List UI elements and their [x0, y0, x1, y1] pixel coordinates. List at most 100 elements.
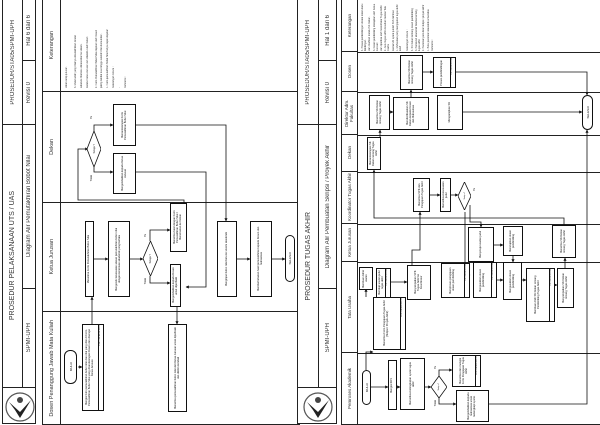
page-number-cell: Hal 1 dari 6: [318, 0, 337, 61]
start-label: MULAI: [68, 362, 73, 372]
lane-divider: [358, 172, 600, 173]
process-tu-list: Membuat daftar usulan: [359, 267, 373, 290]
no-label: Tidak: [90, 175, 93, 182]
process-text: Mengecek kesesuaian alasan pemutakhiran …: [115, 227, 121, 291]
process-text: Mengusulkan dosen pembimbing: [478, 268, 485, 292]
process-text: Menerima SK Dekan tentang Tugas Akhir: [407, 60, 414, 85]
process-dekan-sign: Menandatangani Form Pemutakhiran Bobot N…: [113, 104, 136, 146]
university-logo: [297, 387, 337, 424]
process-text: Membuat draft SK Dekan tentang Pembimbin…: [534, 275, 540, 315]
process-kajur-assign: Menetapkan dosen pembimbing: [503, 226, 523, 256]
decision-text: Setuju ?: [463, 192, 466, 200]
process-text: Menyetujui usulan judul: [478, 230, 482, 259]
connector: [476, 129, 589, 405]
connector: [93, 123, 114, 131]
form-code-strip: FUPT/SPMI/UPH/XX: [549, 269, 554, 321]
lane-dekan: [60, 91, 300, 203]
connector: [372, 169, 565, 225]
process-dekan-return: Mengembalikan kepada Ketua Jurusan: [113, 153, 136, 194]
process-dosen-submit: Mengisi form pemutakhiran bobot nilai da…: [82, 324, 104, 411]
process-kajur-fix: Mengembalikan kepada Dosen untuk diperba…: [170, 264, 181, 307]
process-tu-send-spk: Menyampaikan SPK Tugas Akhir ke Koordina…: [407, 265, 431, 300]
process-koor-receive: Menerima SPK dan Pengajuan Tugas Akhir: [413, 178, 430, 212]
lane-ketua-jurusan: [60, 202, 300, 312]
connector: [149, 276, 171, 285]
process-kajur-forward: Menerima hasil dengan Form Pemutakhiran …: [170, 203, 187, 252]
decision-text: Setuju ?: [438, 383, 440, 391]
process-text: Menerima hasil dengan Form Pemutakhiran …: [173, 210, 182, 245]
process-text: Menerima dan mengisi Form Pengajuan Tuga…: [458, 357, 468, 385]
decision-koor: Setuju ?: [458, 182, 471, 210]
process-text: Merekap usulan judul tugas akhir: [377, 270, 384, 296]
form-code-strip: FUPT/SPMI/UPH/XX: [491, 263, 496, 297]
connector: [456, 71, 589, 96]
end-label: SELESAI: [585, 106, 590, 119]
process-text: Menyampaikan SPK Tugas Akhir ke Koordina…: [413, 270, 423, 295]
process-text: Mengembalikan kepada Ketua Jurusan: [120, 155, 127, 192]
process-pa-reject: Mengembalikan kepada mahasiswa untuk mel…: [456, 390, 489, 422]
process-text: Mengarsipkan SK: [447, 102, 451, 123]
connector: [411, 211, 422, 265]
yes-label: Ya: [434, 366, 437, 369]
connector: [469, 205, 483, 228]
process-text: Menyampaikan SK Dekan tentang Tugas Akhi…: [561, 273, 568, 303]
form-code-strip: FUPT/SPMI/UPH/XX: [98, 325, 103, 410]
form-code: FUPT/SPMI/UPH/XX: [476, 356, 478, 375]
process-kajur-receive: Menerima Form Pemutakhiran Bobot Nilai: [85, 221, 94, 297]
process-dosen-receive: Menerima SK Dekan tentang Tugas Akhir: [400, 55, 423, 90]
yes-label: Ya: [473, 188, 476, 191]
form-code-strip: FUPT/SPMI/UPH/XX: [475, 356, 480, 386]
end-terminator: SELESAI: [285, 235, 295, 282]
process-text: Menandatangani SK Dekan tentang Tugas Ak…: [368, 141, 378, 166]
lane-header-keterangan: Keterangan: [42, 0, 61, 92]
process-pa-accept: Menerima dan mengisi Form Pengajuan Tuga…: [452, 355, 481, 387]
process-pa-check: Memeriksa kelengkapan syarat tugas akhir: [400, 358, 425, 410]
page-number-cell: Hal 6 dari 6: [22, 0, 36, 61]
connector: [438, 368, 453, 376]
process-text: Mengembalikan kepada Dosen untuk diperba…: [171, 267, 178, 304]
process-koor-check: Memeriksa kesesuaian judul: [440, 178, 451, 212]
process-pa-krs: Mengisi KRS: [388, 360, 397, 410]
start-label: MULAI: [364, 382, 369, 393]
lane-divider: [358, 52, 600, 53]
process-kajur-approve: Menyetujui usulan judul: [468, 227, 494, 262]
process-dir-archive: Mengarsipkan SK: [437, 95, 463, 130]
process-dosen-receive: Menerima pemutakhiran bobot nilai dari K…: [168, 324, 187, 412]
process-text: Mengisi form pemutakhiran bobot nilai da…: [85, 329, 94, 406]
process-text: Menandatangani Form Pemutakhiran Bobot N…: [120, 110, 127, 140]
connector: [93, 167, 114, 174]
process-kajur-input: Menginput bobot nilai baru ke sistem aka…: [217, 221, 237, 297]
process-tu-sk-send: Menyampaikan SK Dekan tentang Tugas Akhi…: [557, 268, 574, 308]
lane-divider: [358, 224, 600, 225]
end-terminator: SELESAI: [582, 95, 593, 130]
process-text: Memeriksa kelengkapan syarat tugas akhir: [408, 362, 415, 406]
end-label: SELESAI: [288, 252, 292, 265]
process-dir-receive: Menerima SK Dekan tentang Tugas Akhir: [369, 95, 390, 130]
decision-pa: Setuju ?: [431, 376, 447, 398]
process-text: Menerima Form Pemutakhiran Bobot Nilai: [87, 234, 91, 284]
process-text: Memeriksa kesesuaian judul: [441, 181, 448, 209]
process-text: Menerima Form Pengajuan Tugas Akhir (Skr…: [383, 300, 389, 347]
start-terminator: MULAI: [362, 370, 371, 405]
process-tu-other: Mengusulkan dosen pembimbing: [503, 262, 522, 300]
connector: [149, 228, 171, 241]
form-code: FUPT/SPMI/UPH/XX: [99, 325, 101, 346]
process-text: Menetapkan dosen pembimbing: [509, 229, 515, 253]
process-text: Mengembalikan kepada mahasiswa untuk mel…: [467, 392, 476, 420]
form-code-strip: FUPT/SPMI/UPH/XX: [464, 264, 469, 297]
lane-divider: [358, 353, 600, 354]
process-text: Memberitahukan hasil pemutakhiran kepada…: [257, 226, 263, 292]
yes-label: Ya: [90, 116, 93, 119]
process-tu-assign: Mengusulkan dosen pembimbing FUPT/SPMI/UP…: [473, 262, 497, 298]
connector: [136, 171, 207, 289]
form-code: FUPT/SPMI/UPH/XX: [451, 58, 453, 75]
form-code: FUPT/SPMI/UPH/XX: [386, 269, 388, 286]
connector: [77, 147, 185, 203]
university-logo: [2, 387, 36, 424]
process-kajur-check: Mengecek kesesuaian alasan pemutakhiran …: [108, 221, 130, 297]
process-tu-sk-draft: Membuat draft SK Dekan tentang Pembimbin…: [526, 268, 555, 322]
form-code-strip: FUPT/SPMI/UPH/XX: [450, 58, 455, 87]
process-text: Menerima SK Dekan tentang Tugas Akhir: [560, 229, 566, 254]
